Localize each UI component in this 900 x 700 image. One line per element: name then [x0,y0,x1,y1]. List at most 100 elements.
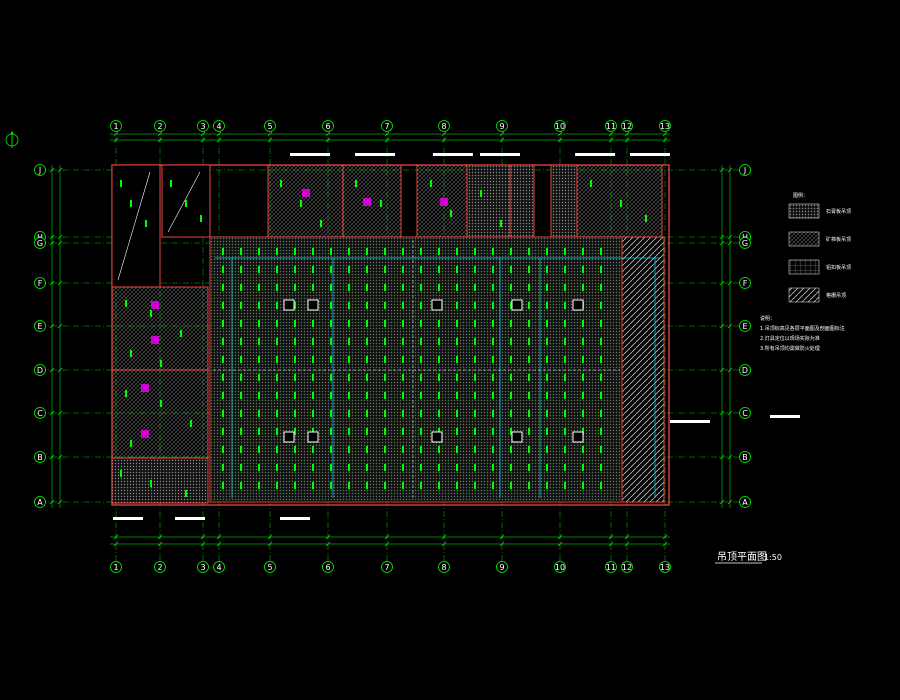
light-fixture [438,392,440,399]
light-fixture [456,482,458,489]
light-fixture [348,464,350,471]
light-fixture [600,410,602,417]
light-fixture [330,482,332,489]
axis-bubble-bottom-2-circle [154,561,166,573]
label-box [355,153,395,156]
dimension-tick [57,367,63,373]
light-fixture [456,338,458,345]
light-fixture [438,482,440,489]
light-fixture [258,374,260,381]
light-fixture [384,482,386,489]
light-fixture [420,392,422,399]
legend: 图例： 石膏板吊顶 矿棉板吊顶 铝扣板吊顶 格栅吊顶 [788,192,851,303]
light-fixture [145,220,147,227]
dimension-tick [57,323,63,329]
light-fixture [384,410,386,417]
dimension-tick [325,137,331,143]
room-top-7 [576,164,663,238]
light-fixture [510,356,512,363]
design-notes: 说明： 1.吊顶标高见各层平面图及剖面图标注 2.灯具定位以现场实际为准 3.所… [760,315,845,352]
light-fixture [600,392,602,399]
main-hall-tint [210,237,622,502]
light-fixture [330,302,332,309]
axis-bubble-right-J-text: J [743,166,746,175]
light-fixture [348,248,350,255]
access-panel-icon [572,299,584,311]
light-fixture [600,482,602,489]
light-fixture [510,482,512,489]
light-fixture [276,392,278,399]
label-box [290,153,330,156]
dimension-tick [727,167,733,173]
light-fixture [294,248,296,255]
axis-bubble-left-B-circle [34,451,46,463]
light-fixture [294,356,296,363]
light-fixture [294,338,296,345]
light-fixture [294,266,296,273]
axis-bubble-left-E-text: E [37,322,42,331]
light-fixture [258,392,260,399]
light-fixture [330,464,332,471]
light-fixture [366,374,368,381]
axis-bubble-top-11-text: 11 [606,122,616,131]
axis-bubble-bottom-6-text: 6 [325,563,330,572]
light-fixture [582,266,584,273]
light-fixture [582,338,584,345]
light-fixture [294,302,296,309]
light-fixture [510,410,512,417]
room-left-2 [111,369,209,459]
light-fixture [348,446,350,453]
light-fixture [546,266,548,273]
dimension-tick [49,454,55,460]
axis-bubble-bottom-3-circle [197,561,209,573]
dimension-tick [49,280,55,286]
dimension-tick [49,323,55,329]
axis-bubble-bottom-10-text: 10 [555,563,565,572]
light-fixture [222,446,224,453]
dimension-tick [624,541,630,547]
dimension-tick [719,367,725,373]
light-fixture [276,320,278,327]
light-fixture [258,302,260,309]
light-fixture [312,446,314,453]
legend-swatch-diagonal [788,287,820,303]
label-box [175,517,205,520]
light-fixture [528,284,530,291]
dimension-tick [49,410,55,416]
legend-label-diagonal: 格栅吊顶 [826,292,846,299]
dimension-tick [200,541,206,547]
ceiling-diffuser-icon [151,336,159,344]
light-fixture [240,302,242,309]
axis-bubble-bottom-5-text: 5 [267,563,272,572]
light-fixture [180,330,182,337]
light-fixture [500,220,502,227]
ceiling-diffuser-icon [141,384,149,392]
light-fixture [438,320,440,327]
dimension-tick [267,131,273,137]
axis-bubble-top-3-text: 3 [200,122,205,131]
light-fixture [474,284,476,291]
light-fixture [582,446,584,453]
light-fixture [456,266,458,273]
light-fixture [564,446,566,453]
room-top-6 [550,164,578,238]
light-fixture [348,428,350,435]
label-box [480,153,520,156]
axis-bubble-left-D-circle [34,364,46,376]
light-fixture [384,320,386,327]
axis-bubble-top-3-circle [197,120,209,132]
light-fixture [564,392,566,399]
axis-bubble-top-1-circle [110,120,122,132]
dimension-tick [719,454,725,460]
dimension-tick [499,534,505,540]
dimension-tick [267,534,273,540]
dimension-tick [499,541,505,547]
dimension-tick [157,131,163,137]
axis-bubble-right-F-text: F [743,279,748,288]
light-fixture [348,482,350,489]
light-fixture [258,248,260,255]
light-fixture [384,248,386,255]
axis-bubble-bottom-7-text: 7 [384,563,389,572]
light-fixture [456,248,458,255]
axis-bubble-right-D-text: D [742,366,748,375]
